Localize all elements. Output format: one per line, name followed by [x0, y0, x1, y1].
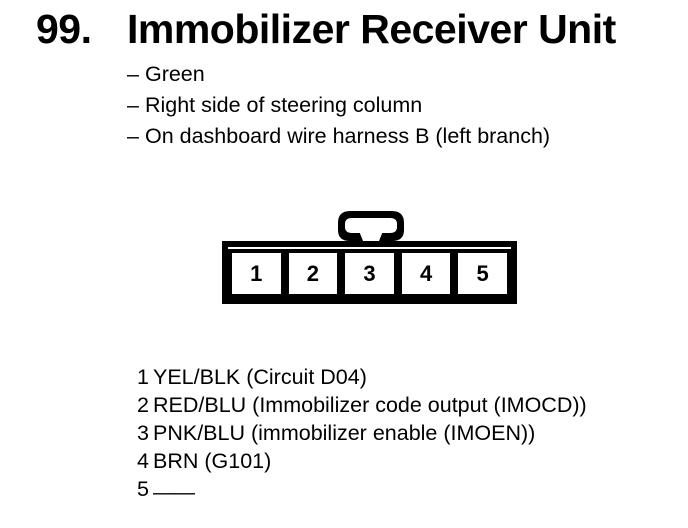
pin-cavity-5: 5	[454, 249, 511, 298]
pin-cavity-2: 2	[284, 249, 342, 298]
connector-body: 1 2 3 4 5	[222, 241, 517, 304]
pin-cavity-1: 1	[228, 249, 285, 298]
connector-diagram: 1 2 3 4 5	[222, 211, 517, 304]
dash-marker: –	[127, 93, 139, 117]
pin-number: 3	[137, 421, 149, 445]
section-number: 99.	[36, 6, 92, 52]
pin-cavity-label: 3	[363, 260, 376, 286]
pin-number: 4	[137, 449, 149, 473]
pin-cavity-4: 4	[397, 249, 455, 298]
list-item: –On dashboard wire harness B (left branc…	[127, 121, 550, 152]
list-item: –Green	[127, 59, 550, 90]
pin-cavity-label: 1	[250, 260, 263, 286]
dash-marker: –	[127, 124, 139, 148]
page-title: Immobilizer Receiver Unit	[127, 6, 616, 52]
pin-number: 5	[137, 477, 149, 501]
list-item: –Right side of steering column	[127, 90, 550, 121]
pin-number: 2	[137, 393, 149, 417]
pin-cavity-label: 4	[419, 260, 433, 286]
connector-description-list: –Green –Right side of steering column –O…	[127, 59, 550, 152]
pin-wire-description: PNK/BLU (immobilizer enable (IMOEN))	[153, 421, 536, 445]
latch-icon	[338, 211, 404, 241]
pin-wire-description: RED/BLU (Immobilizer code output (IMOCD)…	[153, 393, 587, 417]
pin-wire-description: ——	[153, 480, 195, 504]
pin-cavity-label: 2	[306, 260, 320, 286]
connector-color: Green	[144, 62, 205, 86]
pin-cavity-3: 3	[341, 249, 398, 298]
pin-cavity-label: 5	[476, 260, 489, 286]
pin-row: 5——	[137, 475, 587, 504]
connector-location: Right side of steering column	[144, 93, 423, 117]
connector-harness: On dashboard wire harness B (left branch…	[144, 124, 551, 148]
pin-wire-description: BRN (G101)	[153, 449, 272, 473]
pin-number: 1	[137, 365, 149, 389]
pin-wire-description: YEL/BLK (Circuit D04)	[153, 365, 367, 389]
dash-marker: –	[127, 62, 139, 86]
